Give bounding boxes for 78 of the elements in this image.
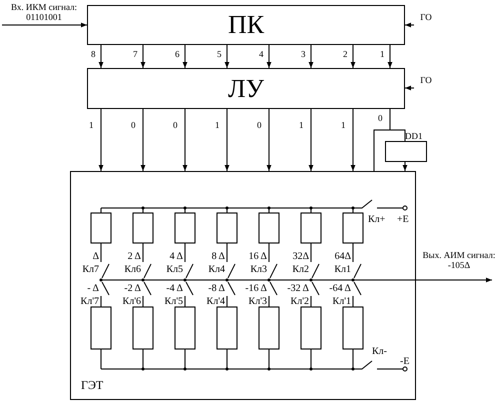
- weight-label: -16 Δ: [245, 283, 267, 294]
- arrow: [140, 108, 146, 172]
- arrow: [266, 108, 272, 172]
- weight-label: -8 Δ: [208, 283, 225, 294]
- arrow: [402, 162, 408, 172]
- switch-label: Кл3: [250, 264, 267, 275]
- switch-label: Кл'2: [290, 296, 309, 307]
- arrow: [308, 44, 314, 68]
- arrow: [98, 108, 104, 172]
- weight-label: - Δ: [87, 283, 99, 294]
- edge-label: 1: [215, 120, 220, 131]
- switch-label: Кл'7: [80, 296, 99, 307]
- weight-label: -64 Δ: [329, 283, 351, 294]
- signal-label: Вых. АИМ сигнал: -105Δ: [418, 250, 500, 280]
- generator-block-box: [70, 171, 416, 400]
- edge-label: 0: [257, 120, 262, 131]
- arrow: [388, 44, 392, 68]
- arrow: [350, 44, 356, 68]
- arrow: [182, 44, 188, 68]
- switch-label: Кл'3: [248, 296, 267, 307]
- edge-label: 7: [133, 49, 138, 60]
- block-label: ГЭТ: [81, 380, 104, 391]
- edge-label: 1: [89, 120, 94, 131]
- arrow: [266, 44, 272, 68]
- switch-label: Кл7: [82, 264, 99, 275]
- arrow: [416, 278, 492, 282]
- arrow: [350, 108, 356, 172]
- switch-label: Кл-: [372, 346, 387, 357]
- edge-label: 0: [173, 120, 178, 131]
- weight-label: 16 Δ: [248, 251, 267, 262]
- edge-label: 6: [175, 49, 180, 60]
- weight-label: -4 Δ: [166, 283, 183, 294]
- arrow: [98, 44, 104, 68]
- edge-label: 0: [131, 120, 136, 131]
- signal-label: Вх. ИКМ сигнал: 01101001: [2, 2, 86, 25]
- switch-label: Кл2: [292, 264, 309, 275]
- weight-label: 64Δ: [334, 251, 351, 262]
- signal-label: ГО: [414, 12, 438, 25]
- weight-label: 4 Δ: [170, 251, 183, 262]
- logic-element-box: [385, 132, 427, 162]
- arrow: [308, 108, 314, 172]
- edge-label: 4: [259, 49, 264, 60]
- weight-label: 32Δ: [292, 251, 309, 262]
- switch-label: Кл+: [368, 214, 386, 225]
- arrow: [182, 108, 188, 172]
- switch-label: Кл'4: [206, 296, 225, 307]
- edge-label: 3: [301, 49, 306, 60]
- weight-label: 8 Δ: [212, 251, 225, 262]
- switch-label: Кл6: [124, 264, 141, 275]
- edge-label: 1: [341, 120, 346, 131]
- switch-label: Кл'5: [164, 296, 183, 307]
- signal-label: ГО: [414, 75, 438, 88]
- element-label: DD1: [405, 131, 422, 142]
- arrow: [404, 86, 414, 90]
- edge-label: 1: [380, 49, 384, 60]
- edge-label: 1: [299, 120, 304, 131]
- weight-label: Δ: [92, 251, 99, 262]
- arrow: [2, 22, 88, 28]
- weight-label: -2 Δ: [124, 283, 141, 294]
- weight-label: -32 Δ: [287, 283, 309, 294]
- block-box: ЛУ: [87, 68, 405, 109]
- switch-label: Кл1: [334, 264, 351, 275]
- edge-label: 5: [217, 49, 222, 60]
- switch-label: Кл4: [208, 264, 225, 275]
- edge-label: 0: [378, 113, 382, 124]
- arrow: [140, 44, 146, 68]
- arrow: [224, 44, 230, 68]
- switch-label: Кл5: [166, 264, 183, 275]
- weight-label: 2 Δ: [128, 251, 141, 262]
- arrow: [404, 22, 414, 28]
- block-box: ПК: [87, 5, 405, 45]
- arrow: [224, 108, 230, 172]
- edge-label: 2: [343, 49, 348, 60]
- switch-label: Кл'6: [122, 296, 141, 307]
- edge-label: 8: [91, 49, 96, 60]
- terminal-label: -E: [400, 356, 410, 367]
- terminal-label: +E: [397, 214, 409, 225]
- switch-label: Кл'1: [332, 296, 351, 307]
